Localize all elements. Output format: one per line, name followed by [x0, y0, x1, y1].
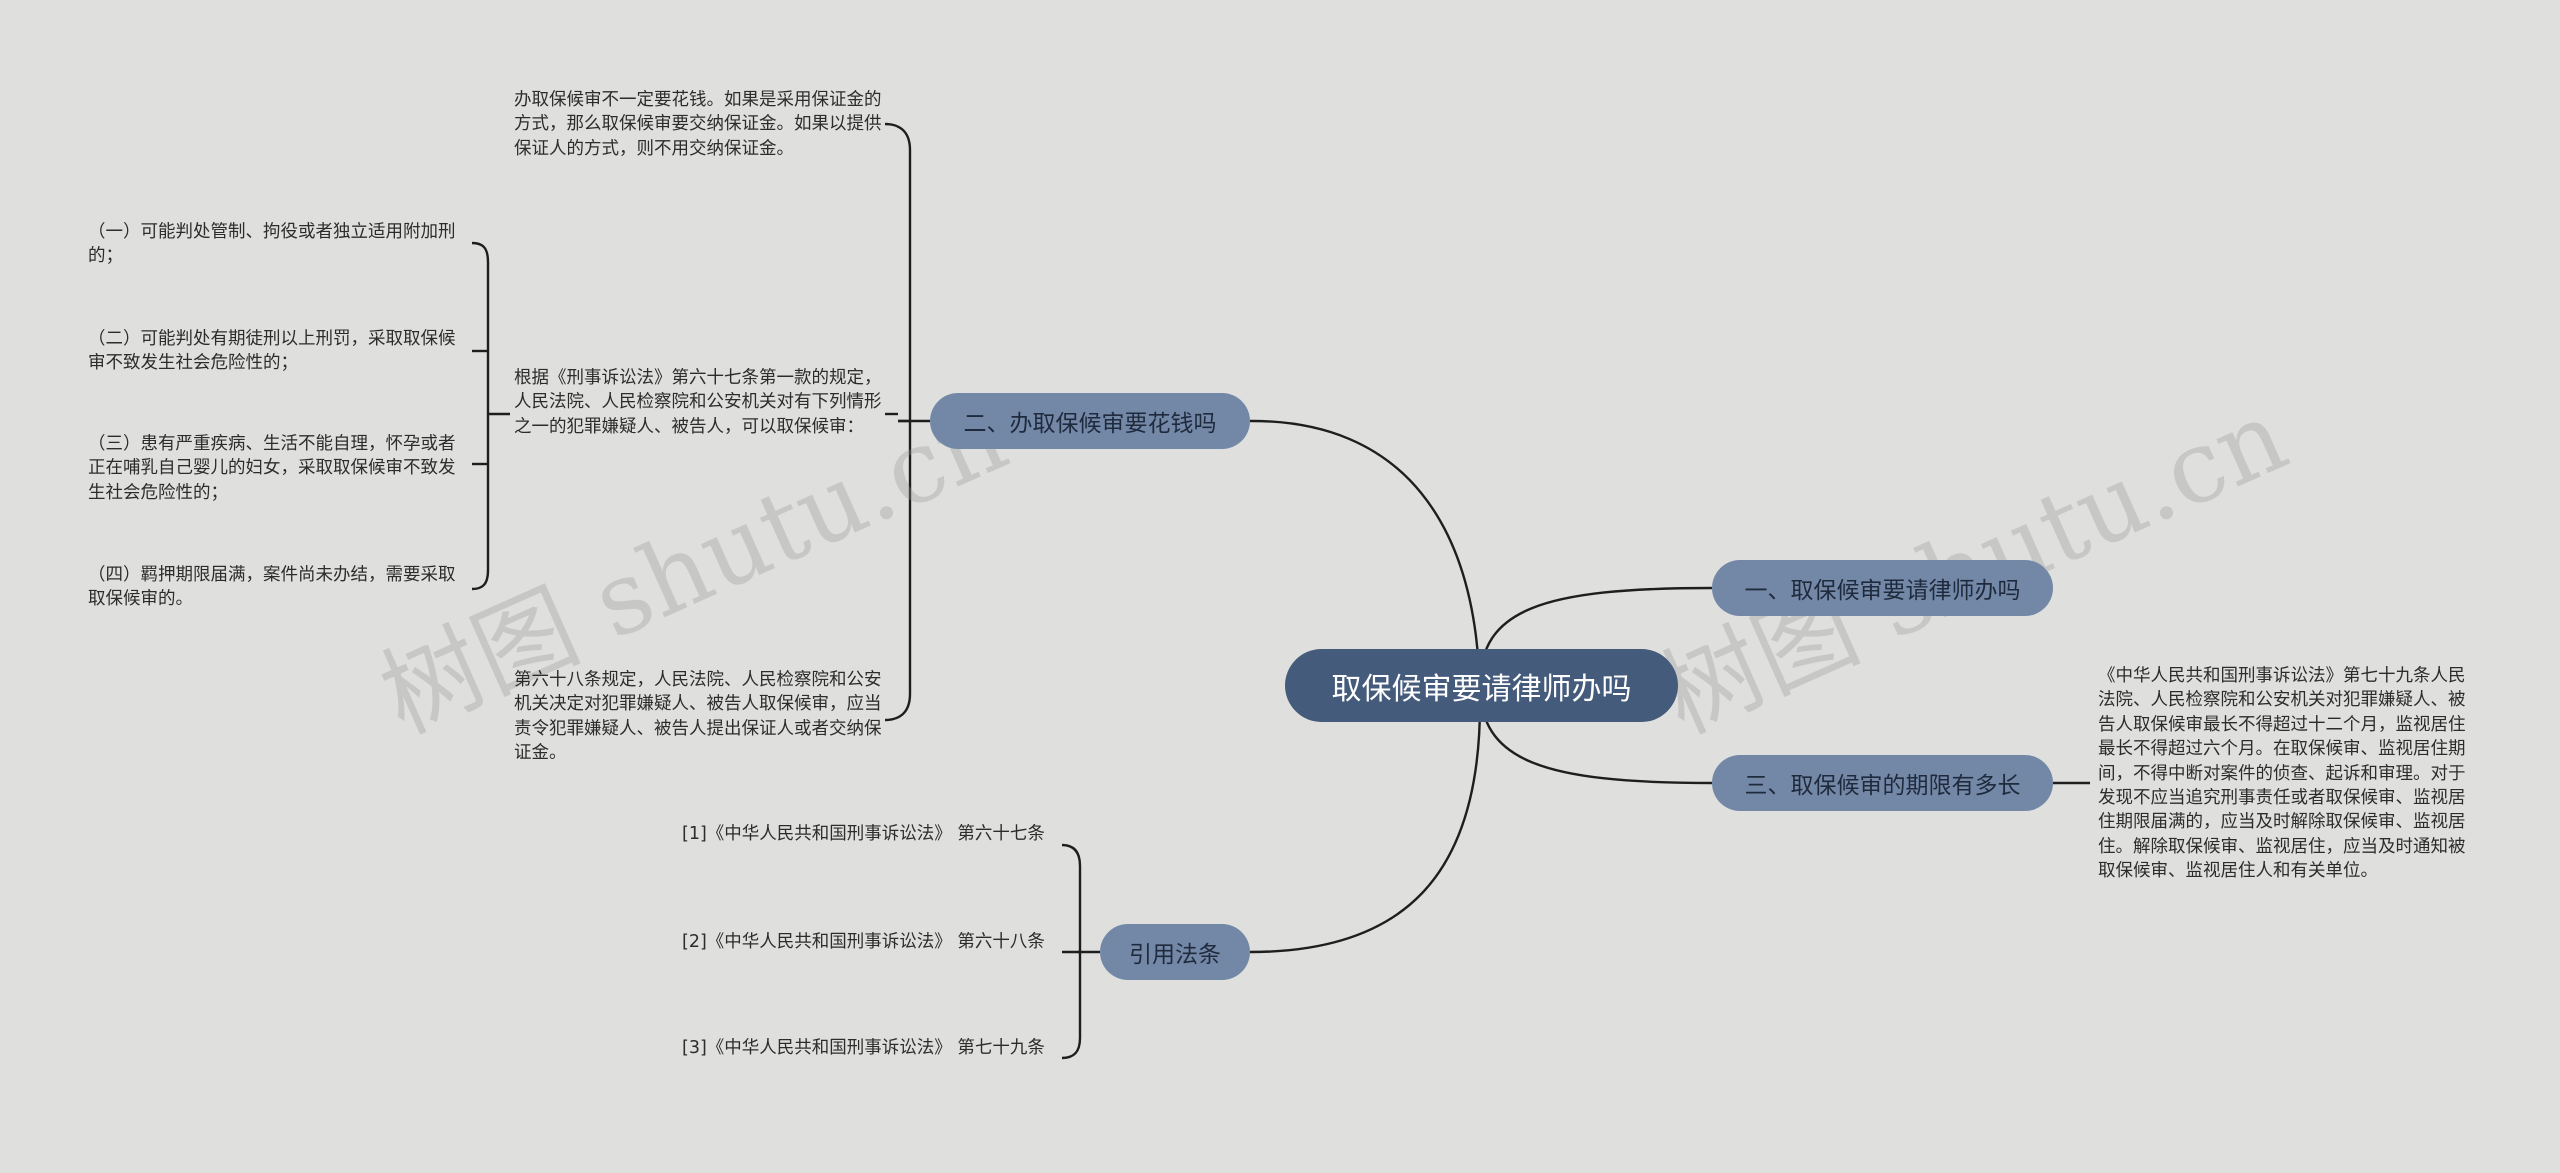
article-67-item: （四）羁押期限届满，案件尚未办结，需要采取取保候审的。	[88, 565, 456, 610]
article-67-item: （二）可能判处有期徒刑以上刑罚，采取取保候审不致发生社会危险性的；	[88, 329, 456, 374]
branch-node-1[interactable]: 一、取保候审要请律师办吗	[1712, 560, 2053, 616]
link-root-b2	[1249, 419, 1482, 705]
cost-text: 办取保候审不一定要花钱。如果是采用保证金的方式，那么取保候审要交纳保证金。如果以…	[514, 90, 882, 159]
reference-item: [2]《中华人民共和国刑事诉讼法》 第六十八条	[682, 932, 1045, 952]
link-root-b4	[1249, 703, 1482, 954]
branch-node-3[interactable]: 三、取保候审的期限有多长	[1712, 755, 2053, 811]
root-topic[interactable]: 取保候审要请律师办吗	[1285, 649, 1678, 722]
branch-node-2[interactable]: 二、办取保候审要花钱吗	[930, 393, 1250, 449]
article-67-item: （三）患有严重疾病、生活不能自理，怀孕或者正在哺乳自己婴儿的妇女，采取取保候审不…	[88, 434, 456, 503]
reference-item: [1]《中华人民共和国刑事诉讼法》 第六十七条	[682, 824, 1045, 844]
article-68-text: 第六十八条规定，人民法院、人民检察院和公安机关决定对犯罪嫌疑人、被告人取保候审，…	[514, 670, 882, 764]
reference-item: [3]《中华人民共和国刑事诉讼法》 第七十九条	[682, 1038, 1045, 1058]
article-67-text: 根据《刑事诉讼法》第六十七条第一款的规定，人民法院、人民检察院和公安机关对有下列…	[514, 368, 882, 437]
term-text: 《中华人民共和国刑事诉讼法》第七十九条人民法院、人民检察院和公安机关对犯罪嫌疑人…	[2098, 666, 2466, 882]
bracket-art67	[471, 241, 490, 591]
branch-node-4[interactable]: 引用法条	[1100, 924, 1250, 980]
article-67-item: （一）可能判处管制、拘役或者独立适用附加刑的；	[88, 222, 456, 267]
